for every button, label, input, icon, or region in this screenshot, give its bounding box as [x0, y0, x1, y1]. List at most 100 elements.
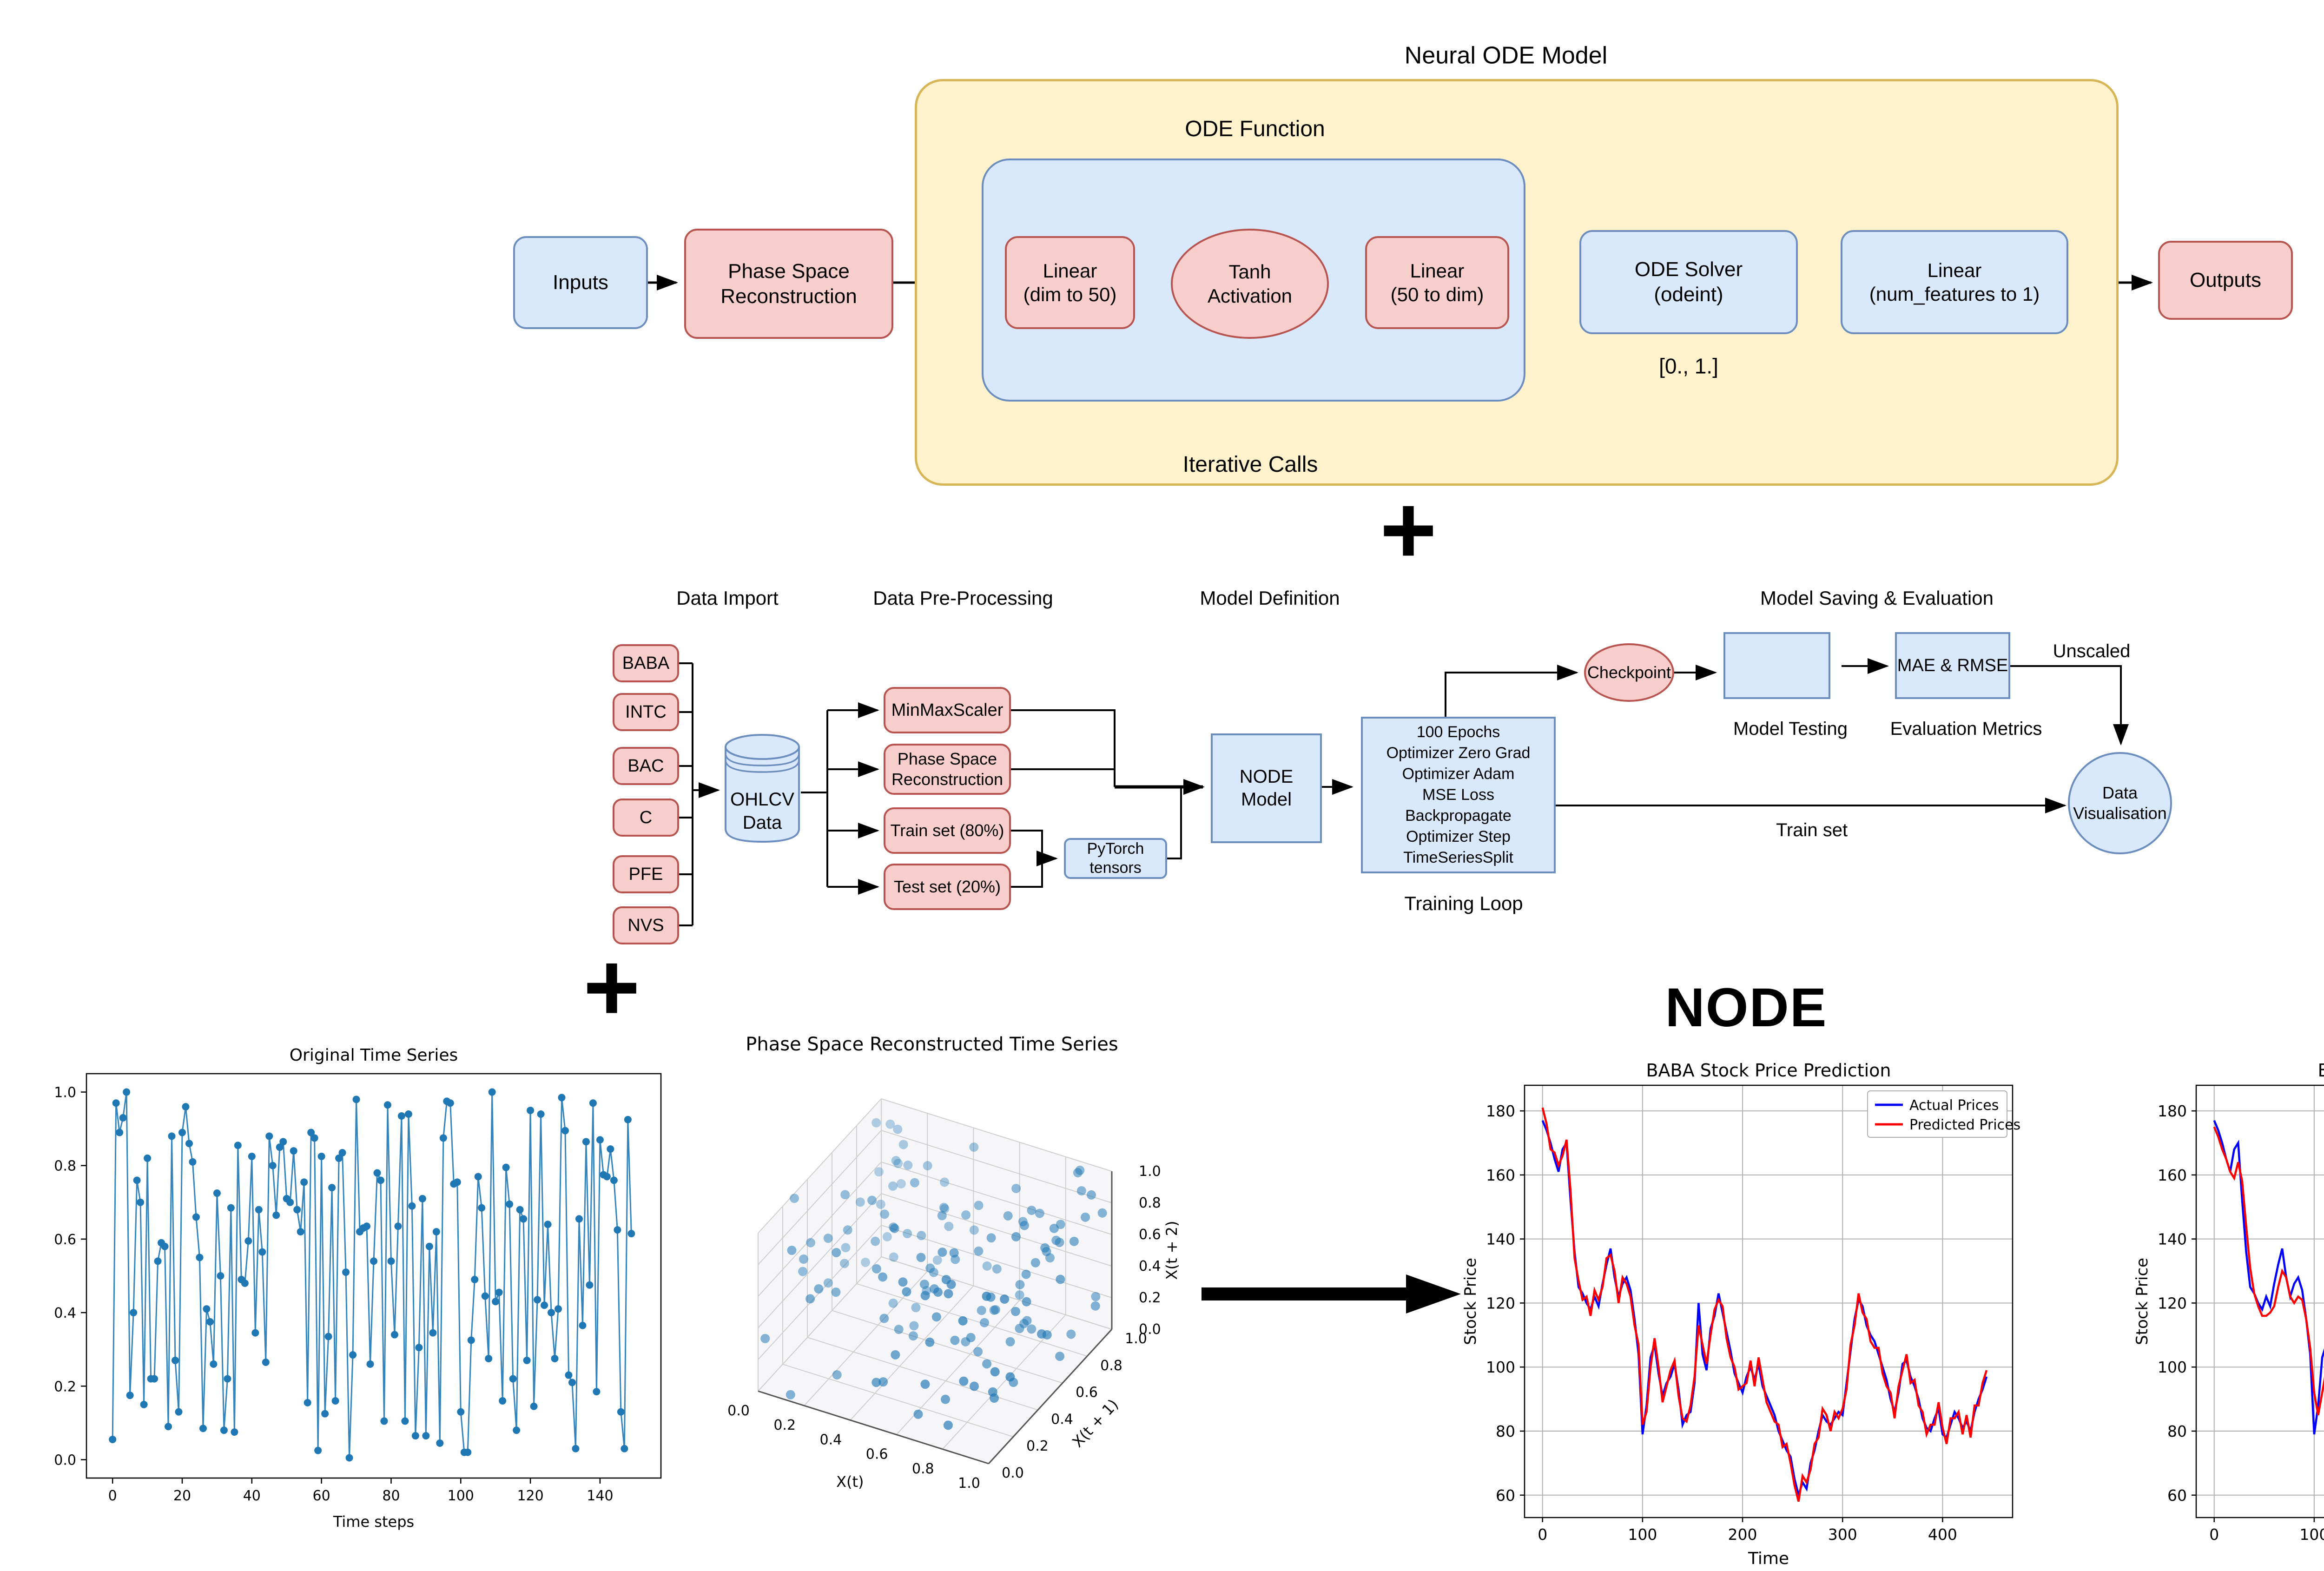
solver-tspan-label: [0., 1.] [1659, 354, 1718, 378]
svg-text:1.0: 1.0 [958, 1475, 980, 1492]
svg-text:60: 60 [1496, 1486, 1515, 1505]
svg-text:80: 80 [382, 1488, 400, 1504]
lstm_prediction-ylabel: Stock Price [2133, 1258, 2152, 1345]
svg-text:100: 100 [1628, 1525, 1657, 1544]
plus-sign-bottom: + [583, 932, 640, 1042]
svg-text:0.0: 0.0 [727, 1403, 750, 1419]
split-merge-line [1011, 830, 1043, 888]
ticker-bac: BAC [613, 747, 679, 785]
svg-text:0.2: 0.2 [773, 1417, 796, 1433]
node_prediction-xlabel: Time [1748, 1549, 1789, 1568]
svg-text:0.2: 0.2 [54, 1379, 76, 1395]
svg-text:60: 60 [2167, 1486, 2187, 1505]
phase-space-3d-chart: Phase Space Reconstructed Time Series 0.0… [727, 1034, 1181, 1492]
ticker-pfe: PFE [613, 855, 679, 893]
evaluation-metrics-caption: Evaluation Metrics [1890, 719, 2042, 739]
svg-text:100: 100 [2299, 1525, 2324, 1544]
node_prediction-frame [1524, 1084, 2014, 1518]
svg-text:0.2: 0.2 [1026, 1438, 1049, 1454]
svg-text:1.0: 1.0 [1125, 1331, 1147, 1347]
svg-text:300: 300 [1828, 1525, 1857, 1544]
node_prediction-predicted-line [1541, 1107, 1988, 1502]
svg-text:0: 0 [2209, 1525, 2219, 1544]
phase3d-ylabel: X(t + 1) [1069, 1396, 1122, 1451]
training-loop-stack: 100 Epochs Optimizer Zero Grad Optimizer… [1361, 717, 1571, 888]
pytorch-tensors-box: PyTorch tensors [1064, 838, 1167, 879]
tanh-activation-ellipse: Tanh Activation [1171, 229, 1329, 339]
svg-text:1.0: 1.0 [54, 1085, 76, 1101]
svg-text:0.4: 0.4 [820, 1432, 842, 1448]
header-data-preprocessing: Data Pre-Processing [873, 587, 1053, 609]
arrow-trainloop-to-checkpoint [1445, 665, 1578, 717]
data-visualisation-ellipse: Data Visualisation [2068, 752, 2172, 854]
ticker-intc: INTC [613, 693, 679, 731]
svg-text:180: 180 [1486, 1102, 1515, 1120]
svg-text:60: 60 [313, 1488, 330, 1504]
svg-text:0.6: 0.6 [1076, 1385, 1098, 1401]
ots-line [112, 1092, 632, 1458]
ohlcv-cylinder-icon [725, 734, 800, 843]
pytorch-out-line [1167, 787, 1182, 859]
svg-text:0.6: 0.6 [54, 1232, 76, 1248]
svg-text:120: 120 [517, 1488, 543, 1504]
header-data-import: Data Import [676, 587, 779, 609]
model-testing-blank [1725, 634, 1829, 697]
mae-rmse-stack: MAE & RMSE [1895, 632, 2025, 714]
phase3d-xlabel: X(t) [836, 1473, 864, 1491]
top-title: Neural ODE Model [1404, 42, 1608, 69]
linear-num-features-box: Linear (num_features to 1) [1841, 230, 2068, 334]
svg-text:120: 120 [2158, 1294, 2187, 1312]
transition-arrow [1202, 1274, 1461, 1314]
ots-plot-frame [86, 1073, 662, 1479]
node_prediction-ylabel: Stock Price [1461, 1258, 1480, 1345]
ode-solver-box: ODE Solver (odeint) [1579, 230, 1798, 334]
mae-rmse-text: MAE & RMSE [1897, 634, 2008, 697]
svg-text:400: 400 [1928, 1525, 1957, 1544]
svg-text:80: 80 [2167, 1422, 2187, 1440]
phase-space-preproc-box: Phase Space Reconstruction [884, 744, 1011, 795]
train-set-arrow-label: Train set [1776, 820, 1848, 840]
ode-function-label: ODE Function [1185, 117, 1325, 141]
node_prediction-title: BABA Stock Price Prediction [1646, 1060, 1891, 1081]
node_prediction-actual-line [1541, 1120, 1988, 1499]
ots-title: Original Time Series [290, 1046, 458, 1065]
svg-text:0.0: 0.0 [54, 1452, 76, 1468]
svg-text:140: 140 [587, 1488, 613, 1504]
svg-text:80: 80 [1496, 1422, 1515, 1440]
ticker-baba: BABA [613, 644, 679, 682]
phase3d-points [760, 1118, 1107, 1430]
training-loop-text: 100 Epochs Optimizer Zero Grad Optimizer… [1363, 719, 1554, 871]
svg-text:0.6: 0.6 [1139, 1227, 1161, 1243]
node-prediction-chart: BABA Stock Price Prediction6080100120140… [1461, 1060, 2020, 1568]
svg-text:0.8: 0.8 [54, 1158, 76, 1175]
svg-text:0.8: 0.8 [1139, 1195, 1161, 1211]
ots-xlabel: Time steps [333, 1513, 414, 1531]
lstm_prediction-actual-line [2213, 1120, 2324, 1435]
svg-text:0.4: 0.4 [1139, 1258, 1161, 1274]
ots-markers [109, 1088, 635, 1462]
svg-text:140: 140 [1486, 1230, 1515, 1248]
iterative-calls-label: Iterative Calls [1182, 452, 1318, 477]
svg-text:0.8: 0.8 [912, 1461, 934, 1477]
checkpoint-ellipse: Checkpoint [1584, 643, 1674, 702]
svg-text:0.2: 0.2 [1139, 1290, 1161, 1306]
svg-text:180: 180 [2158, 1102, 2187, 1120]
svg-text:100: 100 [2158, 1358, 2187, 1376]
minmax-out-line [1011, 709, 1116, 787]
linear-50-to-dim-box: Linear (50 to dim) [1365, 236, 1509, 329]
svg-text:100: 100 [448, 1488, 474, 1504]
lstm_prediction-title: BABA Stock Price Prediction [2317, 1060, 2324, 1081]
svg-text:160: 160 [1486, 1166, 1515, 1184]
inputs-box: Inputs [513, 236, 648, 329]
model-testing-stack [1723, 632, 1845, 714]
node_prediction-legend [1867, 1090, 2007, 1138]
outputs-box: Outputs [2158, 241, 2293, 320]
svg-text:0.0: 0.0 [1139, 1321, 1161, 1338]
train-set-box: Train set (80%) [884, 807, 1011, 854]
model-testing-caption: Model Testing [1733, 719, 1848, 739]
node-heading: NODE [1665, 977, 1828, 1038]
test-set-box: Test set (20%) [884, 864, 1011, 910]
phase3d-title: Phase Space Reconstructed Time Series [746, 1034, 1118, 1055]
